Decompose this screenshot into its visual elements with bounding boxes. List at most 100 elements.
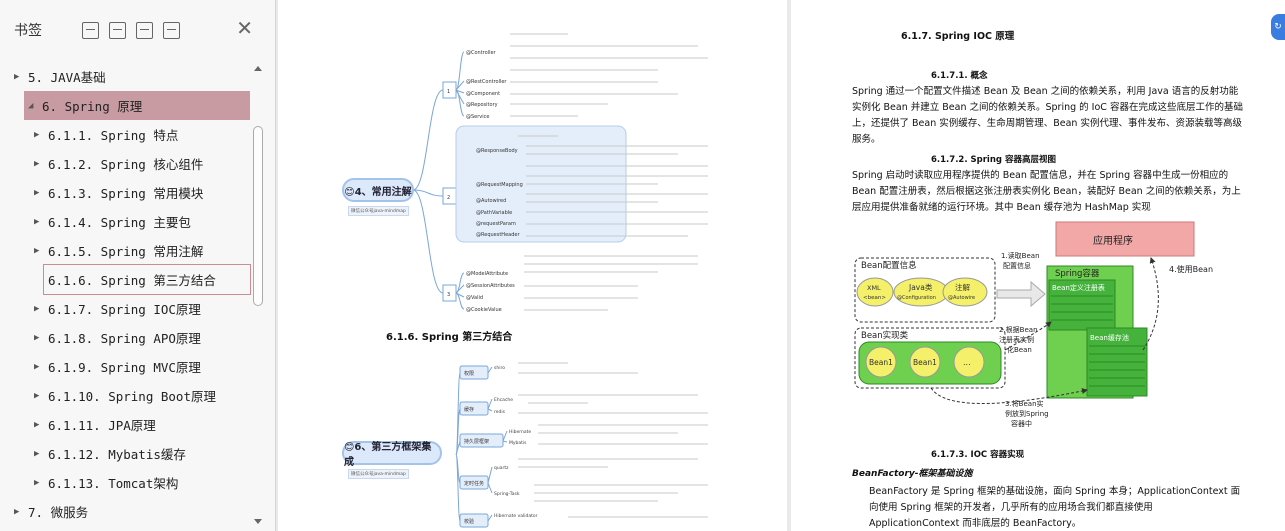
chevron-right-icon[interactable]: ▶: [34, 187, 40, 198]
chevron-right-icon[interactable]: ▶: [14, 506, 20, 517]
bookmark-label: 6.1.12. Mybatis缓存: [48, 447, 186, 462]
bookmark-item[interactable]: ▶ 6.1.10. Spring Boot原理: [0, 381, 250, 410]
mindmap-node: @CookieValue: [466, 307, 502, 313]
mindmap-node: @SessionAttributes: [466, 283, 515, 289]
bookmark-item[interactable]: ▶ 6.1.9. Spring MVC原理: [0, 352, 250, 381]
bookmark-label: 6.1.13. Tomcat架构: [48, 476, 179, 491]
scroll-thumb[interactable]: [253, 126, 263, 306]
chevron-right-icon[interactable]: ▶: [34, 448, 40, 459]
bookmark-item[interactable]: ▶ 7. 微服务: [0, 497, 250, 526]
mindmap2-node: 缓存: [464, 406, 474, 413]
mindmap-node: @RequestHeader: [476, 232, 520, 238]
bookmark-item[interactable]: ▶ 6.1.7. Spring IOC原理: [0, 294, 250, 323]
description-text-lines: [510, 33, 708, 311]
leaf-node: Ehcache: [494, 397, 513, 403]
impl-label: Bean实现类: [861, 330, 909, 341]
bookmark-label: 7. 微服务: [28, 505, 89, 520]
mindmap2-node: 权限: [464, 370, 474, 377]
chevron-right-icon[interactable]: ▶: [14, 71, 20, 82]
bookmark-item[interactable]: ▶6.1.1. Spring 特点: [0, 120, 250, 149]
bookmark-item[interactable]: ▶ 6.1.3. Spring 常用模块: [0, 178, 250, 207]
bookmark-item[interactable]: ▶6.1.11. JPA原理: [0, 410, 250, 439]
bookmark-header: 书签 ✕: [0, 0, 275, 60]
cache-label: Bean缓存池: [1090, 333, 1129, 342]
chevron-right-icon[interactable]: ▶: [34, 129, 40, 140]
add-bookmark-icon[interactable]: [136, 21, 153, 39]
chevron-right-icon[interactable]: ▶: [34, 158, 40, 169]
leaf-node: shiro: [494, 365, 505, 371]
bookmark-item-focused[interactable]: 6.1.6. Spring 第三方结合: [43, 264, 251, 295]
section-heading: 6.1.7. Spring IOC 原理: [901, 31, 1015, 42]
mindmap2-node-box: [459, 401, 489, 416]
chevron-down-icon[interactable]: ◢: [28, 100, 34, 111]
mindmap2-node: 定时任务: [464, 480, 484, 487]
third-party-mindmap: 权限 缓存 持久层框架 定时任务 校验 shiro Ehcache redis …: [455, 362, 708, 528]
chevron-right-icon[interactable]: ▶: [34, 303, 40, 314]
xml-sublabel: <bean>: [863, 295, 886, 301]
bookmark-tree: ▶5. JAVA基础 ◢6. Spring 原理 ▶6.1.1. Spring …: [0, 62, 251, 526]
chevron-right-icon[interactable]: ▶: [34, 477, 40, 488]
mindmap2-leaves: shiro Ehcache redis Hibernate Mybatis qu…: [494, 365, 538, 519]
subsection-heading: 6.1.7.2. Spring 容器高层视图: [931, 155, 1056, 165]
bookmark-label: 6.1.10. Spring Boot原理: [48, 389, 216, 404]
chevron-right-icon[interactable]: ▶: [34, 216, 40, 227]
collapse-all-icon[interactable]: [109, 21, 126, 39]
mindmap-node: @ModelAttribute: [466, 271, 508, 277]
annotation-bubble: [942, 277, 988, 307]
sidebar-scrollbar[interactable]: [253, 66, 263, 524]
chevron-right-icon[interactable]: ▶: [34, 245, 40, 256]
subsection-heading: 6.1.7.1. 概念: [931, 71, 988, 81]
mindmap-node: @Autowired: [476, 198, 506, 204]
bookmark-toolbar: [82, 21, 180, 39]
close-icon[interactable]: ✕: [236, 16, 253, 40]
mindmap2-node-box: [459, 365, 489, 380]
mindmap-node: @ResponseBody: [476, 148, 518, 154]
bookmark-item[interactable]: ▶ 6.1.5. Spring 常用注解: [0, 236, 250, 265]
bookmark-label: 6.1.9. Spring MVC原理: [48, 360, 201, 375]
application-label: 应用程序: [1093, 234, 1133, 247]
mindmap2-node: 持久层框架: [464, 438, 489, 445]
group-node-1: [442, 81, 457, 99]
chevron-right-icon[interactable]: ▶: [34, 390, 40, 401]
mindmap-node: @Service: [466, 114, 489, 120]
bookmark-item[interactable]: ▶5. JAVA基础: [0, 62, 250, 91]
side-action-button[interactable]: ↻: [1271, 14, 1285, 40]
chevron-right-icon[interactable]: ▶: [34, 419, 40, 430]
instantiate-arrow: [1004, 321, 1052, 351]
bookmark-label: 6.1.6. Spring 第三方结合: [48, 273, 216, 288]
bookmark-label: 6.1.5. Spring 常用注解: [48, 244, 204, 259]
pdf-page-left: 1 2 3 @Controller @RestController @Compo…: [278, 0, 787, 531]
scroll-down-icon[interactable]: [254, 519, 262, 524]
bookmark-item-selected[interactable]: ◢6. Spring 原理: [24, 91, 250, 120]
leaf-node: redis: [494, 409, 506, 415]
expand-all-icon[interactable]: [82, 21, 99, 39]
container-label: Spring容器: [1055, 268, 1100, 279]
bookmark-item[interactable]: ▶ 6.1.13. Tomcat架构: [0, 468, 250, 497]
java-label: Java类: [908, 282, 933, 292]
bookmark-item[interactable]: ▶6.1.4. Spring 主要包: [0, 207, 250, 236]
chevron-right-icon[interactable]: ▶: [34, 361, 40, 372]
bookmark-item[interactable]: ▶6.1.2. Spring 核心组件: [0, 149, 250, 178]
bookmark-label: 6.1.7. Spring IOC原理: [48, 302, 201, 317]
bean-circle: [865, 346, 897, 378]
impl-paragraph: BeanFactory 是 Spring 框架的基础设施，面向 Spring 本…: [869, 486, 1241, 529]
bookmark-item[interactable]: ▶ 6.1.8. Spring APO原理: [0, 323, 250, 352]
chevron-right-icon[interactable]: ▶: [34, 332, 40, 343]
bookmark-label: 6.1.8. Spring APO原理: [48, 331, 201, 346]
use-bean-arrow: [1142, 257, 1159, 351]
bookmark-label: 6.1.3. Spring 常用模块: [48, 186, 204, 201]
java-sublabel: @Configuration: [897, 295, 936, 301]
leaf-node: Hibernate: [509, 429, 531, 435]
cache-rows: [1089, 345, 1145, 387]
scroll-up-icon[interactable]: [254, 66, 262, 71]
mindmap-node: @PathVariable: [476, 210, 512, 216]
annotation-sublabel: @Autowire: [948, 295, 975, 301]
config-info-label: Bean配置信息: [861, 260, 917, 271]
bean-label: Bean1: [869, 358, 893, 367]
bookmark-item[interactable]: ▶ 6.1.12. Mybatis缓存: [0, 439, 250, 468]
leaf-node: Mybatis: [509, 440, 527, 446]
store-arrow: [930, 387, 1088, 404]
bookmark-options-icon[interactable]: [163, 21, 180, 39]
